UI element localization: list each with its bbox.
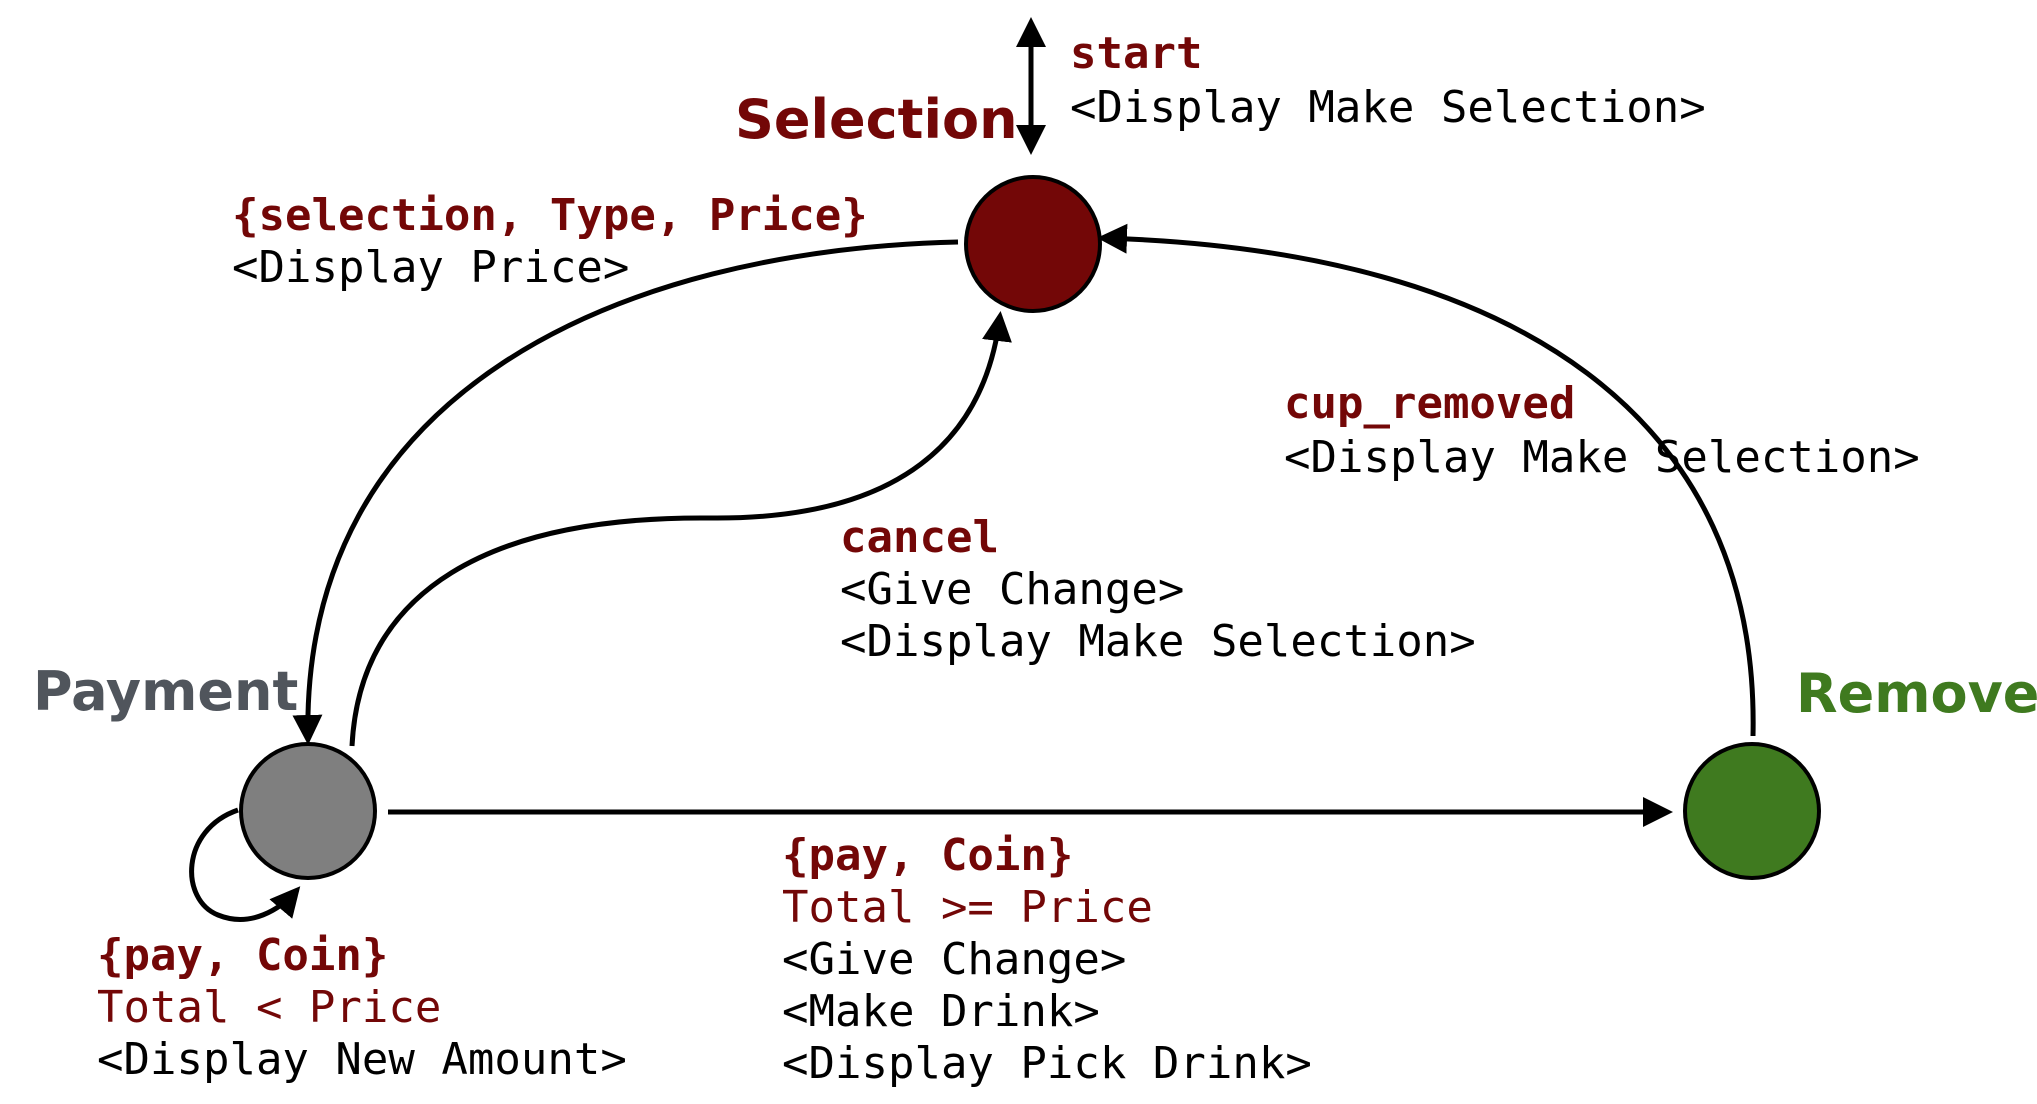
edge-payment-self-loop xyxy=(189,807,301,922)
cancel-action-give-change: <Give Change> xyxy=(840,564,1184,615)
select-action: <Display Price> xyxy=(232,242,629,293)
pay-done-action-make-drink: <Make Drink> xyxy=(782,986,1100,1037)
pay-done-guard: Total >= Price xyxy=(782,882,1153,933)
cup-removed-action: <Display Make Selection> xyxy=(1284,432,1920,483)
state-remove-label: Remove xyxy=(1796,662,2037,725)
pay-loop-action: <Display New Amount> xyxy=(97,1034,627,1085)
pay-done-action-display: <Display Pick Drink> xyxy=(782,1038,1312,1089)
start-event: start xyxy=(1070,28,1202,79)
cancel-event: cancel xyxy=(840,512,999,563)
pay-done-action-give-change: <Give Change> xyxy=(782,934,1126,985)
pay-loop-guard: Total < Price xyxy=(97,982,441,1033)
edge-remove-to-selection xyxy=(1097,223,1756,737)
state-selection-node xyxy=(964,175,1102,313)
state-remove-node xyxy=(1683,742,1821,880)
pay-done-event: {pay, Coin} xyxy=(782,830,1073,881)
pay-loop-event: {pay, Coin} xyxy=(97,930,388,981)
edge-selection-to-payment xyxy=(292,239,959,745)
state-payment-node xyxy=(239,742,377,880)
state-selection-label: Selection xyxy=(735,88,1018,151)
state-payment-label: Payment xyxy=(33,660,298,723)
cup-removed-event: cup_removed xyxy=(1284,378,1575,429)
start-action: <Display Make Selection> xyxy=(1070,82,1706,133)
edge-payment-to-selection-cancel xyxy=(349,311,1012,747)
select-event: {selection, Type, Price} xyxy=(232,190,868,241)
cancel-action-display: <Display Make Selection> xyxy=(840,616,1476,667)
